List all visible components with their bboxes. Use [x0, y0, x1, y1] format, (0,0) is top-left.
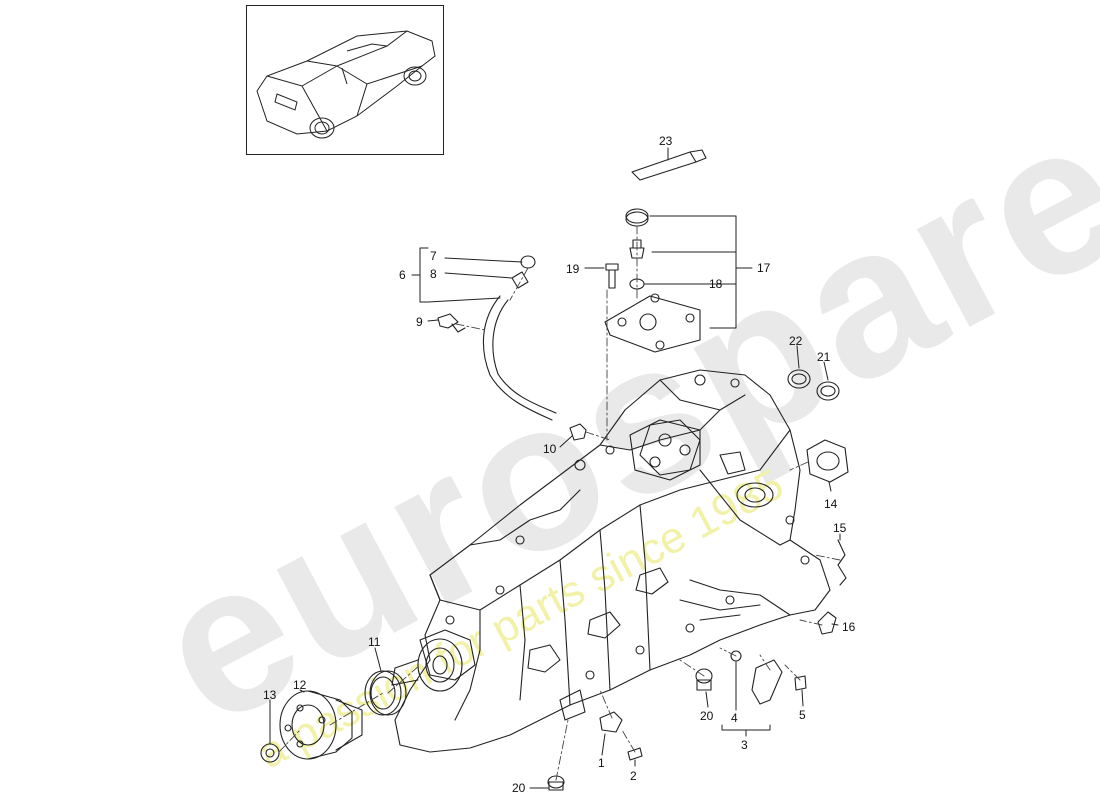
callout-20-lower: 20 — [512, 781, 526, 795]
part-5-bolt — [794, 675, 807, 691]
breather-hose — [482, 295, 557, 421]
part-14-cover — [806, 439, 849, 483]
callout-1: 1 — [598, 756, 605, 770]
part-3-sensor — [751, 659, 783, 705]
callout-9: 9 — [416, 315, 423, 329]
callout-7: 7 — [430, 249, 437, 263]
vehicle-thumbnail — [246, 5, 444, 155]
part-10-nut — [569, 423, 587, 441]
assembly-axes — [278, 225, 841, 781]
transmission-housing — [391, 369, 831, 753]
callout-5: 5 — [799, 708, 806, 722]
housing-cover-plate — [629, 419, 701, 481]
callout-10: 10 — [543, 442, 557, 456]
callout-6: 6 — [399, 268, 406, 282]
part-17-assembly — [604, 208, 701, 353]
part-1-sensor — [599, 711, 623, 733]
callout-22: 22 — [789, 334, 803, 348]
part-2-bolt — [627, 747, 643, 761]
callout-12: 12 — [293, 678, 307, 692]
part-9-clamp — [437, 313, 466, 333]
callout-19: 19 — [566, 262, 580, 276]
part-8-fitting — [511, 271, 529, 289]
car-illustration — [256, 30, 436, 139]
part-13-washer — [260, 743, 280, 763]
part-20-plug-lower — [547, 775, 565, 791]
part-16-bracket — [817, 611, 837, 635]
callout-15: 15 — [833, 521, 847, 535]
part-4-seal — [730, 650, 742, 662]
part-22-ring — [787, 369, 811, 389]
callout-13: 13 — [263, 688, 277, 702]
part-21-ring — [816, 381, 840, 401]
callout-23: 23 — [659, 134, 673, 148]
part-19-bolt — [605, 263, 619, 289]
callout-2: 2 — [630, 769, 637, 783]
callout-21: 21 — [817, 350, 831, 364]
callout-8: 8 — [430, 267, 437, 281]
callout-3: 3 — [741, 738, 748, 752]
leader-lines — [269, 147, 841, 789]
callout-17: 17 — [757, 261, 771, 275]
callout-18: 18 — [709, 277, 723, 291]
part-23-sealant-tube — [631, 149, 707, 181]
part-12-flange — [279, 690, 363, 760]
callout-16: 16 — [842, 620, 856, 634]
callout-4: 4 — [731, 711, 738, 725]
part-11-seal — [364, 670, 407, 716]
callout-14: 14 — [824, 497, 838, 511]
part-15-clip — [837, 539, 847, 586]
part-20-plug-upper — [695, 668, 713, 691]
part-7-cap — [520, 255, 536, 269]
callout-20-upper: 20 — [700, 709, 714, 723]
callout-11: 11 — [368, 635, 381, 649]
